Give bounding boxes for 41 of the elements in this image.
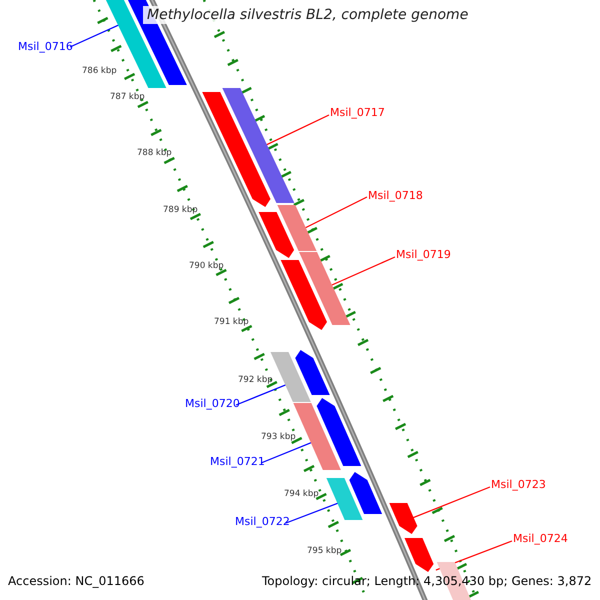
gene-feature [316, 398, 362, 466]
leader-line [286, 502, 338, 524]
gene-feature [349, 472, 382, 514]
tick-label: 795 kbp [307, 547, 342, 557]
tick-label: 788 kbp [137, 149, 172, 159]
gene-label: Msil_0722 [235, 516, 290, 529]
gene-label: Msil_0719 [396, 249, 451, 262]
gene-label: Msil_0720 [185, 398, 240, 411]
tick-label: 787 kbp [110, 93, 145, 103]
gene-feature [222, 88, 294, 203]
tick-label: 791 kbp [214, 318, 249, 328]
gene-feature [277, 205, 317, 251]
gene-feature [280, 260, 327, 330]
gene-label: Msil_0723 [491, 479, 546, 492]
gene-label: Msil_0724 [513, 533, 568, 546]
leader-line [266, 114, 330, 146]
gene-feature [326, 478, 363, 520]
gene-label: Msil_0718 [368, 190, 423, 203]
leader-line [70, 24, 119, 48]
leader-line [236, 384, 286, 406]
leader-line [332, 256, 396, 286]
tick-label: 792 kbp [238, 376, 273, 386]
footer-text: Accession: NC_011666 [8, 575, 144, 589]
gene-feature [299, 252, 350, 325]
leader-line [260, 442, 312, 464]
gene-feature [295, 350, 330, 395]
tick-label: 786 kbp [82, 67, 117, 77]
gene-feature [404, 538, 434, 572]
gene-feature [270, 352, 311, 402]
tick-label: 789 kbp [163, 206, 198, 216]
tick-label: 790 kbp [189, 262, 224, 272]
gene-feature [202, 92, 270, 207]
leader-line [305, 196, 368, 228]
tick-label: 793 kbp [261, 433, 296, 443]
gene-label: Msil_0716 [18, 41, 73, 54]
leader-line [413, 486, 490, 518]
tick-label: 794 kbp [284, 490, 319, 500]
gene-feature [389, 503, 418, 534]
gene-feature [258, 212, 294, 258]
gene-label: Msil_0717 [330, 107, 385, 120]
gene-label: Msil_0721 [210, 456, 265, 469]
